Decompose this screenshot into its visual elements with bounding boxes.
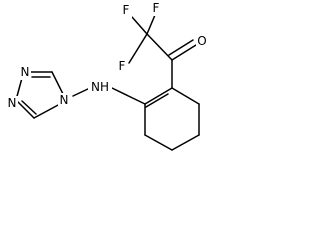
- bond-tz-c3-n4: [33, 103, 61, 119]
- bond-nh-n4: [72, 87, 91, 97]
- bond-cf-carbonyl: [146, 33, 173, 61]
- structure-diagram: F F F O NH N N N: [6, 1, 209, 151]
- atom-labels: F F F O NH N N N: [6, 1, 209, 111]
- bond-tz-n4-c5: [51, 71, 65, 97]
- bond-ring-c3-c4: [144, 134, 173, 151]
- fluorine-label-2: F: [153, 1, 160, 15]
- oxygen-label: O: [197, 34, 206, 48]
- fluorine-label-3: F: [119, 59, 126, 73]
- triazole-n4-label: N: [60, 93, 69, 107]
- bonds: [15, 14, 200, 151]
- triazole-n1-label: N: [21, 65, 30, 79]
- bond-cf-f1: [131, 16, 148, 35]
- bond-c2-nh: [111, 87, 146, 105]
- bond-ring-c6-c1: [171, 87, 200, 105]
- bond-carbonyl-o-1: [171, 44, 197, 61]
- triazole-n2-label: N: [8, 96, 17, 110]
- bond-ring-c1-c2-a: [144, 87, 173, 105]
- bond-cf-f2: [146, 14, 156, 35]
- bond-carbonyl-o-2: [168, 39, 194, 56]
- amine-nh-label: NH: [91, 80, 109, 94]
- bond-cf-f3: [128, 33, 148, 64]
- bond-ring-c4-c5: [171, 134, 200, 151]
- bond-ring-c1-c2-b: [145, 93, 169, 108]
- fluorine-label-1: F: [123, 3, 130, 17]
- bond-tz-n2-c3-b: [21, 100, 37, 115]
- bond-tz-n2-c3-a: [15, 99, 35, 119]
